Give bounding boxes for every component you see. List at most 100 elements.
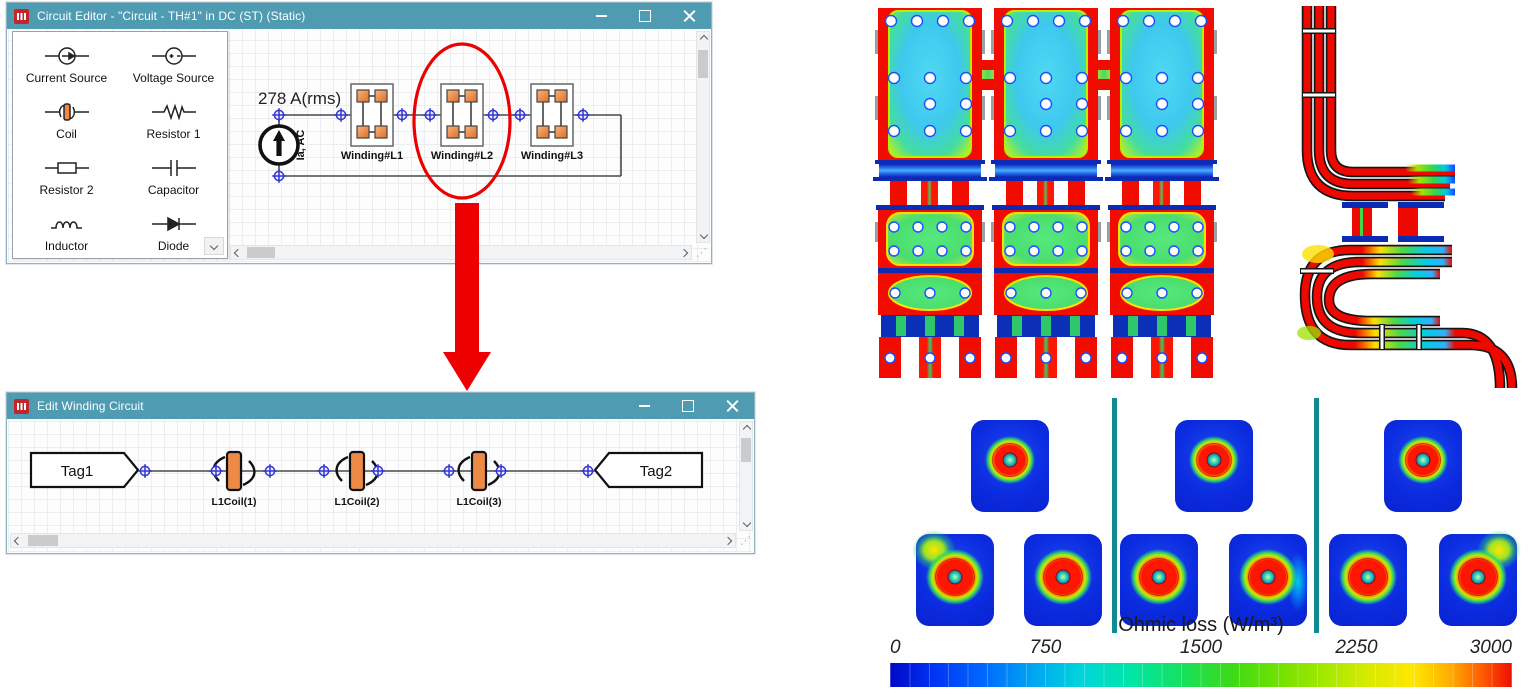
chevron-left-icon [13, 536, 23, 546]
highlight-ellipse [412, 42, 512, 200]
resize-grip[interactable]: ⋰ [696, 247, 707, 259]
close-icon[interactable] [710, 393, 754, 419]
ohmic-loss-result-figure [872, 6, 1518, 389]
coil-label-1: L1Coil(1) [212, 496, 257, 508]
source-label: Ia, AC [295, 130, 307, 161]
colorbar-title: Ohmic loss (W/m³) [1118, 614, 1284, 636]
voltage-source-icon [151, 47, 196, 65]
colorbar: Ohmic loss (W/m³) 0 750 1500 2250 3000 [890, 614, 1512, 690]
colorbar-gradient [890, 663, 1512, 687]
group-divider [1112, 398, 1117, 633]
palette-label: Diode [157, 239, 190, 253]
winding-label-1: Winding#L1 [341, 150, 403, 162]
circuit-diagram[interactable]: Ia, AC 278 A(rms) Winding#L1 Winding#L2 … [8, 29, 710, 262]
winding-block-1[interactable] [350, 83, 394, 147]
chevron-down-icon [742, 518, 752, 528]
winding-label-3: Winding#L3 [521, 150, 583, 162]
chevron-up-icon [699, 34, 709, 44]
coil-label-3: L1Coil(3) [457, 496, 502, 508]
palette-label: Coil [56, 127, 77, 141]
circuit-editor-titlebar[interactable]: Circuit Editor - "Circuit - TH#1" in DC … [7, 3, 711, 29]
tag1-label: Tag1 [61, 463, 94, 480]
palette-item-resistor2[interactable]: Resistor 2 [13, 148, 120, 204]
chevron-down-icon [209, 241, 219, 251]
tick-label: 750 [1029, 637, 1062, 658]
diode-icon [151, 216, 196, 232]
cross-section-tile [1329, 534, 1407, 626]
coil-label-2: L1Coil(2) [335, 496, 380, 508]
vertical-scrollbar[interactable] [739, 421, 753, 531]
chevron-right-icon [723, 536, 733, 546]
coil-icon [44, 103, 89, 121]
circuit-editor-canvas[interactable]: Ia, AC 278 A(rms) Winding#L1 Winding#L2 … [8, 29, 710, 262]
winding-label-2: Winding#L2 [431, 150, 493, 162]
palette-item-voltage-source[interactable]: Voltage Source [120, 36, 227, 92]
palette-label: Inductor [44, 239, 89, 253]
close-icon[interactable] [667, 3, 711, 29]
chevron-right-icon [679, 248, 689, 258]
circuit-editor-window: Circuit Editor - "Circuit - TH#1" in DC … [6, 2, 712, 264]
edit-winding-canvas[interactable]: Tag1 L1Coil(1) L1Coil(2) L1Coil(3) Tag2 [8, 419, 753, 552]
cross-section-tile [1024, 534, 1102, 626]
palette-scroll-down-button[interactable] [204, 237, 224, 255]
vertical-scrollbar[interactable] [696, 31, 710, 243]
maximize-icon[interactable] [623, 3, 667, 29]
palette-label: Voltage Source [132, 71, 215, 85]
coil-cross-section-results [860, 395, 1536, 640]
current-source-symbol[interactable] [258, 124, 300, 166]
palette-label: Capacitor [147, 183, 200, 197]
resistor1-icon [151, 103, 196, 121]
palette-label: Resistor 1 [146, 127, 201, 141]
resistor2-icon [44, 162, 89, 174]
tick-label: 1500 [1179, 637, 1223, 658]
chevron-down-icon [699, 230, 709, 240]
tag2-terminal[interactable] [593, 451, 704, 489]
cross-section-tile [1229, 534, 1309, 626]
app-icon [14, 8, 29, 24]
winding-block-2[interactable] [440, 83, 484, 147]
winding-block-3[interactable] [530, 83, 574, 147]
palette-item-coil[interactable]: Coil [13, 92, 120, 148]
tick-label: 3000 [1469, 637, 1512, 658]
tick-label: 2250 [1335, 637, 1378, 658]
edit-winding-titlebar[interactable]: Edit Winding Circuit [7, 393, 754, 419]
busbar-column-1 [872, 7, 988, 379]
palette-item-capacitor[interactable]: Capacitor [120, 148, 227, 204]
chevron-up-icon [742, 424, 752, 434]
horizontal-scrollbar[interactable] [10, 533, 736, 548]
current-source-icon [44, 47, 89, 65]
minimize-icon[interactable] [622, 393, 666, 419]
component-palette: Current Source Voltage Source Coil [12, 31, 228, 259]
palette-item-current-source[interactable]: Current Source [13, 36, 120, 92]
group-divider [1314, 398, 1319, 633]
window-title: Edit Winding Circuit [37, 399, 144, 413]
cross-section-tile [1120, 534, 1198, 626]
chevron-left-icon [233, 248, 243, 258]
palette-item-diode[interactable]: Diode [120, 204, 227, 260]
minimize-icon[interactable] [579, 3, 623, 29]
palette-label: Current Source [25, 71, 108, 85]
capacitor-icon [151, 160, 196, 176]
window-title: Circuit Editor - "Circuit - TH#1" in DC … [37, 9, 306, 23]
maximize-icon[interactable] [666, 393, 710, 419]
palette-label: Resistor 2 [39, 183, 94, 197]
cross-section-tile [1175, 420, 1253, 512]
tick-label: 0 [890, 637, 901, 658]
resize-grip[interactable]: ⋰ [740, 535, 751, 547]
flow-arrow-down [443, 203, 491, 391]
cross-section-tile [1439, 530, 1521, 626]
inductor-icon [50, 221, 82, 229]
app-icon [14, 398, 29, 414]
cross-section-tile [912, 530, 994, 626]
tag1-terminal[interactable] [29, 451, 140, 489]
cross-section-tile [1384, 420, 1462, 512]
current-annotation: 278 A(rms) [258, 89, 341, 108]
palette-item-resistor1[interactable]: Resistor 1 [120, 92, 227, 148]
edit-winding-window: Edit Winding Circuit [6, 392, 755, 554]
tag2-label: Tag2 [640, 463, 673, 480]
cross-section-tile [971, 420, 1049, 512]
winding-circuit-diagram[interactable]: Tag1 L1Coil(1) L1Coil(2) L1Coil(3) Tag2 [8, 419, 753, 552]
busbar-column-3 [1104, 7, 1220, 379]
palette-item-inductor[interactable]: Inductor [13, 204, 120, 260]
